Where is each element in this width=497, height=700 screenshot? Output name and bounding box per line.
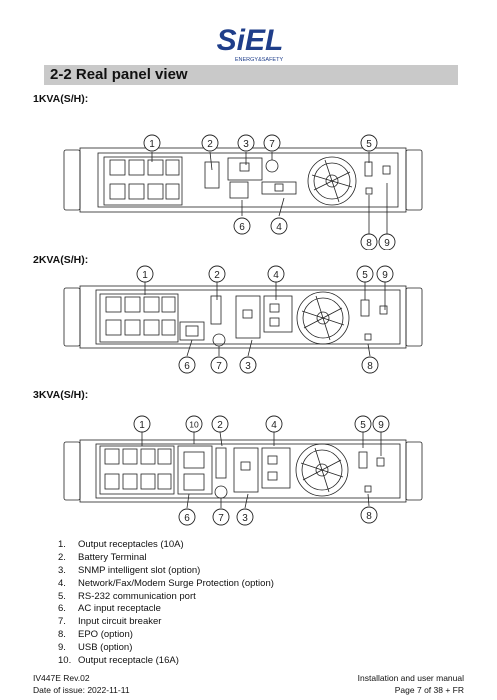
legend-item: 7. Input circuit breaker: [58, 615, 274, 628]
legend-item: 8. EPO (option): [58, 628, 274, 641]
legend-text: SNMP intelligent slot (option): [78, 564, 201, 576]
callout-3kva-4: 4: [271, 420, 277, 431]
callout-2kva-7: 7: [216, 361, 222, 372]
legend-number: 6.: [58, 603, 66, 615]
callout-1kva-3: 3: [243, 139, 249, 150]
callout-3kva-9: 9: [378, 420, 384, 431]
callout-2kva-3: 3: [245, 361, 251, 372]
callout-3kva-1: 1: [139, 420, 145, 431]
legend-number: 9.: [58, 642, 66, 654]
callout-3kva-2: 2: [217, 420, 223, 431]
legend-item: 3. SNMP intelligent slot (option): [58, 564, 274, 577]
rear-panel-1kva: 1 2 3 7 5 6 4 8 9: [63, 134, 423, 250]
model-label-3kva: 3KVA(S/H):: [33, 389, 89, 401]
legend-number: 4.: [58, 577, 66, 589]
footer-right: Installation and user manual Page 7 of 3…: [358, 672, 464, 696]
logo-wordmark: SiEL: [217, 24, 284, 57]
legend-number: 1.: [58, 538, 66, 550]
callout-2kva-4: 4: [273, 270, 279, 281]
legend-number: 10.: [58, 654, 72, 666]
callout-1kva-4: 4: [276, 222, 282, 233]
callout-2kva-5: 5: [362, 270, 368, 281]
legend-text: Battery Terminal: [78, 551, 147, 563]
callout-1kva-2: 2: [207, 139, 213, 150]
footer-left: IV447E Rev.02 Date of issue: 2022-11-11: [33, 672, 130, 696]
siel-logo: SiEL ENERGY&SAFETY: [217, 24, 284, 63]
callout-2kva-2: 2: [214, 270, 220, 281]
legend-item: 10. Output receptacle (16A): [58, 654, 274, 667]
callout-3kva-10: 10: [189, 420, 199, 430]
callout-2kva-9: 9: [382, 270, 388, 281]
issue-date: Date of issue: 2022-11-11: [33, 685, 130, 695]
legend-number: 8.: [58, 629, 66, 641]
model-label-2kva: 2KVA(S/H):: [33, 254, 89, 266]
section-number: 2-2: [50, 66, 72, 83]
legend-text: RS-232 communication port: [78, 590, 196, 602]
rear-panel-2kva: 1 2 4 5 9 6 7 3 8: [63, 265, 423, 374]
model-label-1kva: 1KVA(S/H):: [33, 93, 89, 105]
callout-2kva-1: 1: [142, 270, 148, 281]
logo-tagline: ENERGY&SAFETY: [235, 57, 284, 63]
legend-number: 5.: [58, 590, 66, 602]
callout-2kva-8: 8: [367, 361, 373, 372]
legend-item: 4. Network/Fax/Modem Surge Protection (op…: [58, 577, 274, 590]
callout-1kva-9: 9: [384, 238, 390, 249]
page-number: Page 7 of 38 + FR: [394, 685, 464, 695]
callout-1kva-6: 6: [239, 222, 245, 233]
callout-1kva-1: 1: [149, 139, 155, 150]
legend-item: 9. USB (option): [58, 641, 274, 654]
legend-number: 3.: [58, 564, 66, 576]
callout-2kva-6: 6: [184, 361, 190, 372]
callout-3kva-8: 8: [366, 511, 372, 522]
callout-3kva-5: 5: [360, 420, 366, 431]
section-title-text: Real panel view: [75, 66, 188, 83]
callout-1kva-7: 7: [269, 139, 275, 150]
manual-title: Installation and user manual: [357, 673, 464, 683]
legend-text: Output receptacles (10A): [78, 538, 184, 550]
legend-number: 7.: [58, 616, 66, 628]
callout-3kva-6: 6: [184, 513, 190, 524]
rear-panel-3kva: 1 10 2 4 5 9 6 7 3 8: [63, 415, 423, 526]
doc-code: IV447E Rev.02: [33, 673, 90, 683]
section-header-bar: [44, 65, 458, 85]
callout-3kva-3: 3: [242, 513, 248, 524]
legend-text: Output receptacle (16A): [78, 654, 179, 666]
section-title: 2-2 Real panel view: [50, 66, 188, 83]
callout-1kva-8: 8: [366, 238, 372, 249]
legend-number: 2.: [58, 551, 66, 563]
component-legend: 1. Output receptacles (10A) 2. Battery Ter…: [58, 538, 274, 667]
legend-item: 1. Output receptacles (10A): [58, 538, 274, 551]
callout-3kva-7: 7: [218, 513, 224, 524]
legend-item: 6. AC input receptacle: [58, 602, 274, 615]
legend-item: 2. Battery Terminal: [58, 551, 274, 564]
legend-text: USB (option): [78, 642, 133, 654]
legend-text: AC input receptacle: [78, 603, 161, 615]
legend-text: Network/Fax/Modem Surge Protection (opti…: [78, 577, 274, 589]
legend-item: 5. RS-232 communication port: [58, 590, 274, 603]
callout-1kva-5: 5: [366, 139, 372, 150]
legend-text: EPO (option): [78, 629, 133, 641]
legend-text: Input circuit breaker: [78, 616, 162, 628]
